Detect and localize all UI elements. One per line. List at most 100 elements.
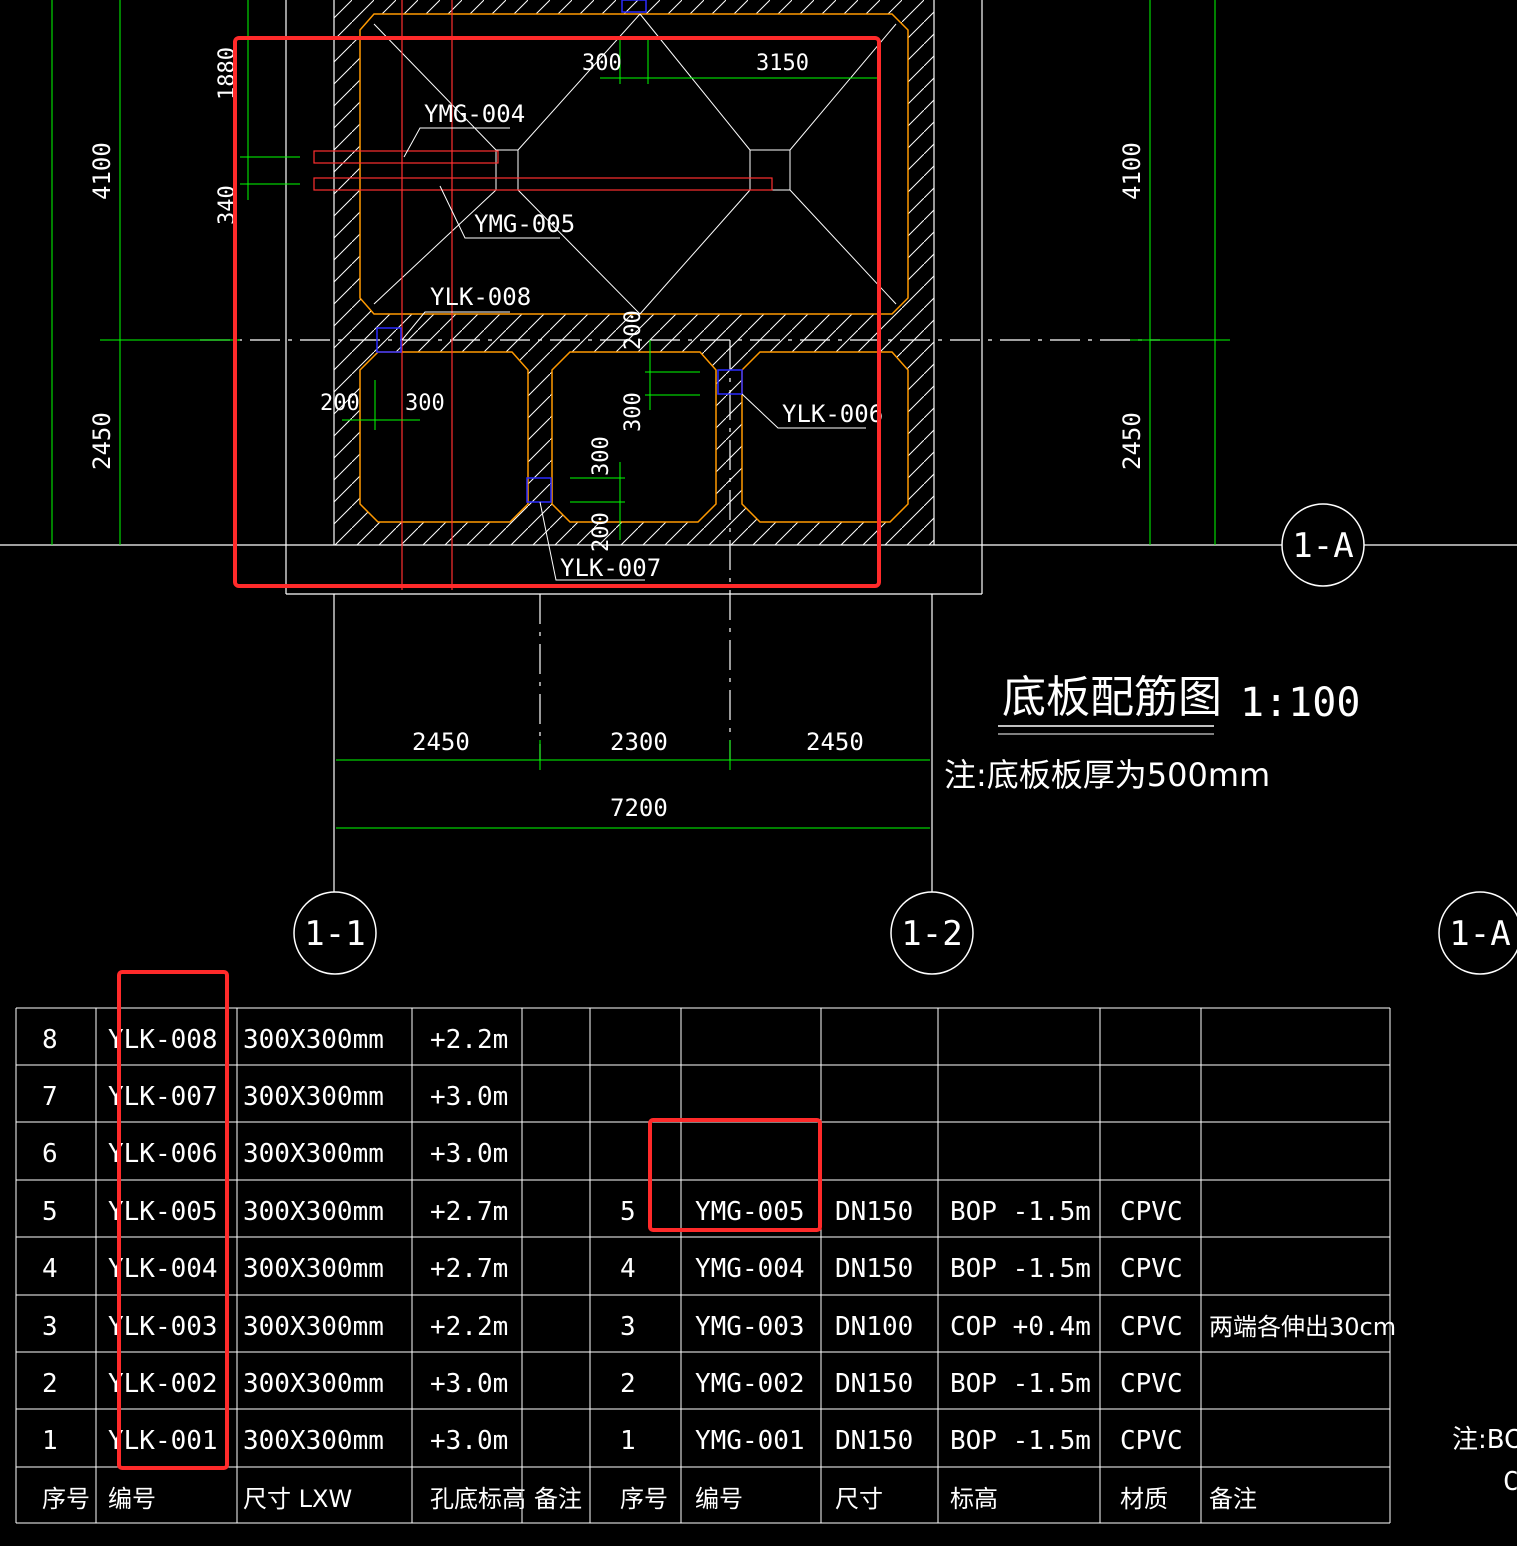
table-header-cell: 孔底标高 [430, 1485, 526, 1513]
table-cell: YLK-005 [108, 1197, 218, 1227]
table-cell: YMG-001 [695, 1426, 805, 1456]
table-header-cell: 备注 [534, 1485, 582, 1513]
table-cell: YMG-004 [695, 1254, 805, 1284]
table-header-cell: 备注 [1209, 1485, 1257, 1513]
dim-right-lower: 2450 [1118, 412, 1146, 470]
table-header-cell: 尺寸 LXW [243, 1485, 352, 1513]
table-cell: 300X300mm [243, 1426, 384, 1456]
dim-bottom-middle: 2300 [610, 728, 668, 756]
table-cell: 300X300mm [243, 1197, 384, 1227]
tag-ymg-005: YMG-005 [474, 210, 575, 238]
table-cell: +2.7m [430, 1254, 508, 1284]
grid-bubble-1-A-edge [1438, 891, 1517, 975]
table-cell: YMG-002 [695, 1369, 805, 1399]
dim-right-upper: 4100 [1118, 142, 1146, 200]
table-cell: YLK-004 [108, 1254, 218, 1284]
highlight-ymg-005-cell [648, 1118, 822, 1232]
table-cell: 5 [42, 1197, 58, 1227]
table-cell: 1 [620, 1426, 636, 1456]
table-cell: YLK-008 [108, 1025, 218, 1055]
grid-bubble-1-1 [293, 891, 377, 975]
table-header-cell: 序号 [42, 1485, 90, 1513]
table-cell: 8 [42, 1025, 58, 1055]
hole-schedule-table: 8 YLK-008 300X300mm +2.2m 7 YLK-007 300X300mm +… [15, 1007, 1396, 1524]
table-header-cell: 尺寸 [835, 1485, 883, 1513]
table-cell: +3.0m [430, 1082, 508, 1112]
highlight-plan-area [233, 36, 881, 588]
table-cell: +2.2m [430, 1025, 508, 1055]
table-cell: 7 [42, 1082, 58, 1112]
table-cell: COP +0.4m [950, 1312, 1091, 1342]
dimension-lines [51, 0, 1230, 829]
table-header-cell: 材质 [1120, 1485, 1168, 1513]
concrete-walls [334, 0, 934, 545]
table-cell: BOP -1.5m [950, 1197, 1091, 1227]
table-cell: 300X300mm [243, 1025, 384, 1055]
table-cell: YLK-002 [108, 1369, 218, 1399]
table-cell: +3.0m [430, 1369, 508, 1399]
table-cell: YMG-005 [695, 1197, 805, 1227]
grid-label-1-A: 1-A [1292, 526, 1353, 566]
table-cell: DN150 [835, 1197, 913, 1227]
wall-outlines [359, 13, 909, 523]
table-cell: 3 [620, 1312, 636, 1342]
tag-leaders [401, 127, 866, 581]
edge-note-2: C [1503, 1467, 1517, 1497]
table-cell: CPVC [1120, 1369, 1183, 1399]
table-cell: +3.0m [430, 1426, 508, 1456]
table-cell: 300X300mm [243, 1312, 384, 1342]
table-cell: CPVC [1120, 1426, 1183, 1456]
dim-300-top: 300 [582, 51, 622, 76]
dim-bottom-right: 2450 [806, 728, 864, 756]
table-header-cell: 编号 [108, 1485, 156, 1513]
dim-200-mid: 200 [320, 391, 360, 416]
highlight-ylk-column [117, 970, 229, 1470]
table-cell: DN150 [835, 1369, 913, 1399]
drawing-note: 注:底板板厚为500mm [944, 756, 1270, 794]
table-cell: BOP -1.5m [950, 1254, 1091, 1284]
table-cell: 300X300mm [243, 1082, 384, 1112]
dim-300-mid: 300 [405, 391, 445, 416]
table-cell: 4 [620, 1254, 636, 1284]
table-cell: 两端各伸出30cm [1209, 1313, 1396, 1341]
drawing-title: 底板配筋图 [1002, 672, 1222, 723]
dim-200-wall: 200 [621, 310, 646, 350]
table-cell: YMG-003 [695, 1312, 805, 1342]
table-cell: DN150 [835, 1426, 913, 1456]
table-cell: 2 [42, 1369, 58, 1399]
table-cell: YLK-001 [108, 1426, 218, 1456]
tag-ylk-007: YLK-007 [560, 554, 661, 582]
grid-label-1-2: 1-2 [901, 914, 962, 954]
table-cell: CPVC [1120, 1197, 1183, 1227]
table-cell: 2 [620, 1369, 636, 1399]
dim-bottom-left: 2450 [412, 728, 470, 756]
table-cell: +3.0m [430, 1139, 508, 1169]
table-header-cell: 序号 [620, 1485, 668, 1513]
dim-left-lower: 2450 [88, 412, 116, 470]
table-cell: BOP -1.5m [950, 1369, 1091, 1399]
table-cell: 4 [42, 1254, 58, 1284]
hole-markers [376, 0, 743, 503]
grid-bubble-1-A [1281, 503, 1365, 587]
table-cell: +2.7m [430, 1197, 508, 1227]
table-cell: BOP -1.5m [950, 1426, 1091, 1456]
table-cell: DN150 [835, 1254, 913, 1284]
table-cell: 3 [42, 1312, 58, 1342]
grid-label-1-1: 1-1 [304, 914, 365, 954]
dim-left-upper: 4100 [88, 142, 116, 200]
tag-ylk-006: YLK-006 [782, 400, 883, 428]
dim-200-cell: 200 [589, 512, 614, 552]
table-cell: CPVC [1120, 1312, 1183, 1342]
tag-ylk-008: YLK-008 [430, 283, 531, 311]
table-cell: 300X300mm [243, 1369, 384, 1399]
table-cell: 1 [42, 1426, 58, 1456]
table-cell: YLK-007 [108, 1082, 218, 1112]
grid-axes [0, 339, 1517, 892]
drawing-scale: 1:100 [1240, 680, 1360, 726]
table-cell: 6 [42, 1139, 58, 1169]
table-cell: +2.2m [430, 1312, 508, 1342]
tag-ymg-004: YMG-004 [424, 100, 525, 128]
dim-300-cell-b: 300 [589, 436, 614, 476]
grid-label-1-A-edge: 1-A [1449, 914, 1510, 954]
dim-bottom-total: 7200 [610, 794, 668, 822]
